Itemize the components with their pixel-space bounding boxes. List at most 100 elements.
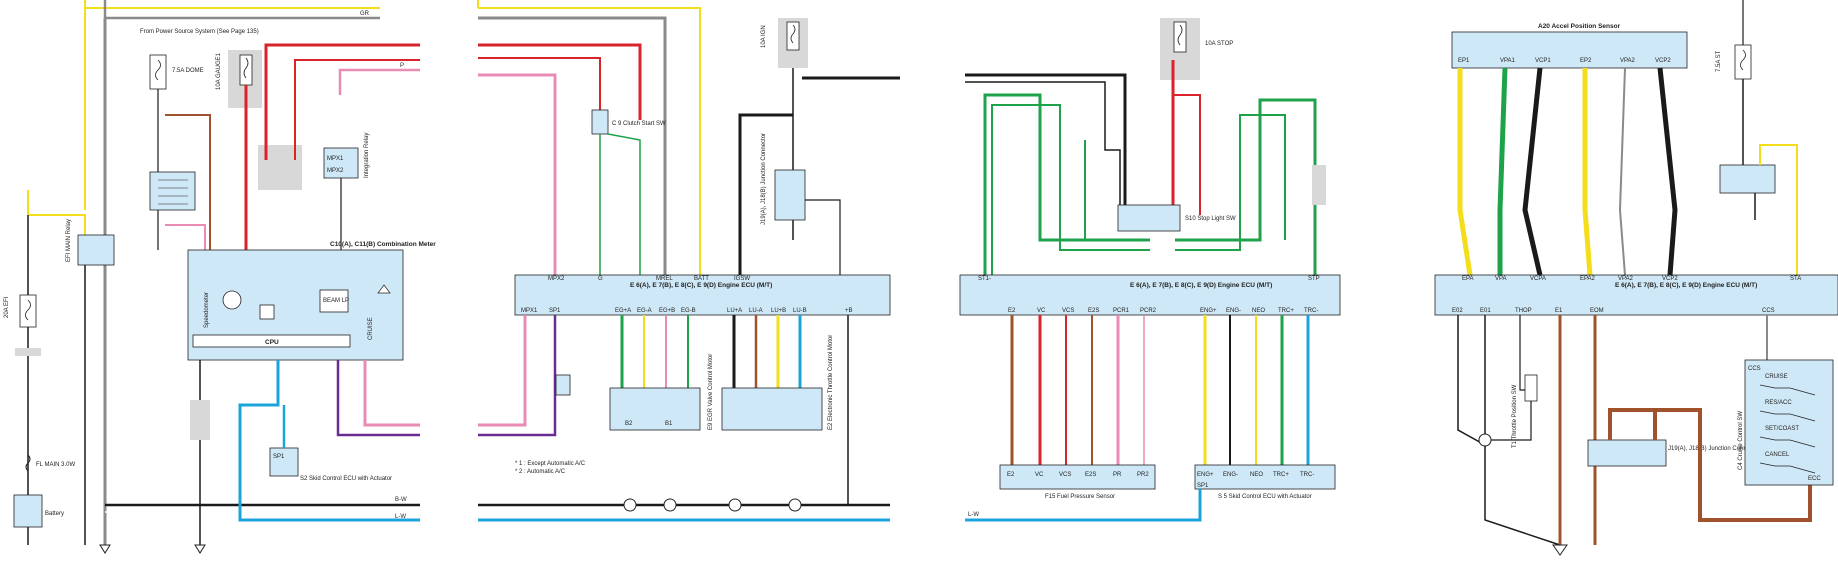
s2-egr-valve — [609, 387, 701, 431]
s4-term-bottom: E02 — [1452, 308, 1463, 314]
s4-pedal-pin: EP2 — [1580, 58, 1592, 64]
s3-fuel-sensor: F15 Fuel Pressure Sensor — [1045, 494, 1115, 500]
s3-term-bottom: TRC+ — [1278, 308, 1294, 314]
s4-term-bottom: CCS — [1762, 308, 1775, 314]
s2-throttle-motor — [721, 387, 823, 431]
fuse-ign — [786, 21, 800, 51]
s4-ecc: ECC — [1808, 476, 1821, 482]
s2-term-top: MPX2 — [548, 276, 565, 282]
s4-splice — [1478, 433, 1492, 447]
s1-efi-relay: EFI MAIN Relay — [66, 219, 72, 262]
s3-skid-pin: ENG- — [1223, 472, 1238, 478]
s2-egr-valve-label: E9 EGR Valve Control Motor — [708, 354, 714, 430]
s2-wire-igsw — [738, 113, 793, 275]
s2-term-top: IGSW — [734, 276, 750, 282]
fusible-link-icon — [25, 454, 31, 472]
s4-wire-vcpa — [1522, 67, 1543, 276]
s4-term-bottom: THOP — [1515, 308, 1532, 314]
s4-ccs: CCS — [1748, 366, 1761, 372]
fuse-gauge-icon — [243, 57, 249, 79]
battery-box — [13, 494, 43, 528]
section-4: A20 Accel Position Sensor EP1 VPA1 VCP1 … — [1434, 0, 1838, 556]
s4-terms-bottom: E02 E01 THOP E1 EOM CCS — [1452, 308, 1775, 314]
s2-clutch-sw: C 9 Clutch Start SW — [612, 121, 666, 127]
s4-pedal-pin: EP1 — [1458, 58, 1470, 64]
s2-term-bottom: +B — [845, 308, 853, 314]
s3-term-bottom: PCR1 — [1113, 308, 1130, 314]
meter-cpu-box — [192, 334, 351, 348]
s3-engine-ecu — [959, 274, 1341, 316]
s3-sensor-pins: E2 VC VCS E2S PR PR2 — [1007, 472, 1149, 478]
s3-skid-ecu: S 5 Skid Control ECU with Actuator — [1218, 494, 1312, 500]
s2-term-top: BATT — [694, 276, 709, 282]
s2-term-top: MREL — [656, 276, 673, 282]
s2-engine-ecu — [514, 274, 891, 316]
s4-fuse-st: 7.5A ST — [1716, 50, 1722, 72]
s4-wire-ground-a — [1484, 446, 1561, 546]
s3-skid-term: SP1 — [1197, 483, 1209, 489]
s2-splice — [663, 498, 677, 512]
wire-speed-blue — [238, 360, 420, 522]
s2-junction-small — [555, 374, 571, 396]
s3-sensor-pin: E2S — [1085, 472, 1096, 478]
s2-wire-mrel-gray — [478, 16, 667, 275]
s3-stop-sw: S10 Stop Light SW — [1185, 216, 1236, 222]
s1-battery: Battery — [45, 511, 64, 517]
fuse-efi-icon — [25, 299, 31, 321]
s4-jcon: J19(A), J18(B) Junction Connector — [1668, 446, 1760, 452]
s1-wire-bw: B-W — [395, 497, 407, 503]
s1-skid-term: SP1 — [273, 454, 285, 460]
s3-term-bottom: PCR2 — [1140, 308, 1157, 314]
s3-skid-pins: ENG+ ENG- NEO TRC+ TRC- — [1197, 472, 1314, 478]
accel-sensor-box — [1451, 31, 1688, 69]
s1-skid-ecu: S2 Skid Control ECU with Actuator — [300, 476, 392, 482]
s4-ground-icon — [1552, 544, 1568, 556]
s4-pedal-pin: VPA2 — [1620, 58, 1636, 64]
beam-lamp-box — [319, 289, 349, 313]
cruise-lamp-icon — [377, 284, 391, 294]
meter-ground-splice — [190, 400, 210, 440]
s4-term-top: VPA — [1495, 276, 1507, 282]
s2-term-bottom: LU+A — [727, 308, 742, 314]
s2-terms-top: MPX2 G MREL BATT IGSW — [548, 276, 750, 282]
s2-splice — [623, 498, 637, 512]
s4-wire-sta-yellow — [1759, 144, 1798, 275]
s1-wire-gr: GR — [360, 11, 370, 17]
s3-term-bottom: VCS — [1062, 308, 1074, 314]
s3-sensor-pin: VCS — [1059, 472, 1071, 478]
s2-egr-pin: B1 — [665, 421, 673, 427]
wire-dome-brown — [165, 114, 211, 250]
s1-speedometer: Speedometer — [204, 292, 210, 328]
s2-wire-red-1 — [478, 43, 642, 120]
junction-connector-1-pins — [158, 179, 188, 205]
s3-skid-ecu-box — [1194, 464, 1336, 490]
s4-term-top: EPA2 — [1580, 276, 1596, 282]
s4-term-bottom: EOM — [1590, 308, 1604, 314]
s2-jcon: J19(A), J18(B) Junction Connector — [761, 133, 767, 225]
s1-fuse-efi: 20A EFI — [4, 296, 10, 318]
wire-meter-pink-a — [165, 224, 206, 250]
wire-gauge-top-red — [264, 43, 420, 160]
s4-pedal-pin: VPA1 — [1500, 58, 1516, 64]
s3-sensor-pin: VC — [1035, 472, 1044, 478]
s3-stop-fuse: 10A STOP — [1205, 41, 1233, 47]
s3-wire-green-5 — [1175, 114, 1286, 251]
s4-wire-epa2 — [1582, 68, 1593, 276]
s2-term-bottom: SP1 — [549, 308, 561, 314]
s4-pedal-pin: VCP1 — [1535, 58, 1551, 64]
s3-ecu-title: E 6(A), E 7(B), E 8(C), E 9(D) Engine EC… — [1130, 282, 1272, 289]
s3-sensor-pin: PR — [1113, 472, 1122, 478]
throttle-switch-box — [1524, 374, 1538, 402]
wire-top-yellow — [84, 0, 380, 9]
s2-term-top: G — [598, 276, 603, 282]
s4-term-bottom: E1 — [1555, 308, 1563, 314]
s2-term-bottom: LU-A — [749, 308, 763, 314]
s3-term-bottom: NEO — [1252, 308, 1265, 314]
fuse-ign-icon — [790, 24, 796, 44]
s4-term-top: VCPA — [1530, 276, 1546, 282]
ground-icon-1 — [99, 544, 111, 554]
s4-jcon-st — [1719, 164, 1776, 194]
s2-terms-bottom: MPX1 SP1 EG+A EG-A EG+B EG-B LU+A LU-A L… — [521, 308, 853, 314]
connector-gray-efi — [15, 348, 41, 356]
